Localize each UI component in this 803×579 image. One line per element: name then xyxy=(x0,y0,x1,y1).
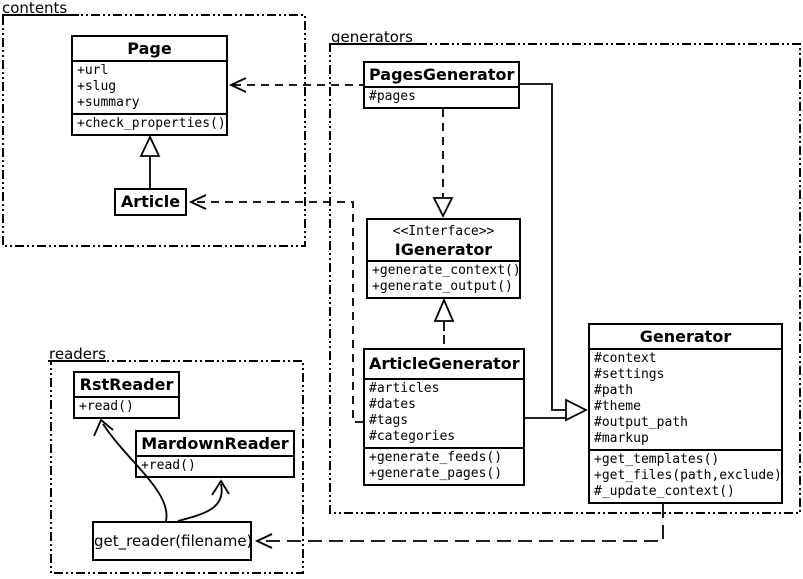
function-box-get-reader: get_reader(filename) xyxy=(92,521,252,561)
attribute: #context xyxy=(594,351,657,366)
attribute: #settings xyxy=(594,367,665,382)
attributes-article-generator: #articles #dates #tags #categories xyxy=(365,378,523,447)
attribute: +summary xyxy=(77,95,140,110)
class-box-article-generator: ArticleGenerator #articles #dates #tags … xyxy=(363,348,525,486)
attribute: #dates xyxy=(369,397,416,412)
package-label-contents: contents xyxy=(2,0,68,17)
method: +read() xyxy=(141,458,196,473)
edge-generalization-to-generator xyxy=(520,83,589,422)
edge-generator-depends-getreader xyxy=(254,504,664,549)
edge-pagesgenerator-realizes-igenerator xyxy=(432,109,454,219)
attribute: #theme xyxy=(594,399,641,414)
attribute: #output_path xyxy=(594,415,688,430)
methods-igenerator: +generate_context() +generate_output() xyxy=(368,260,521,297)
class-name-igenerator: IGenerator xyxy=(394,240,493,259)
attribute: #markup xyxy=(594,431,649,446)
attributes-page: +url +slug +summary xyxy=(73,60,226,113)
edge-getreader-to-mardownreader xyxy=(177,479,230,522)
attributes-generator: #context #settings #path #theme #output_… xyxy=(590,348,781,449)
class-name-pages-generator: PagesGenerator xyxy=(369,65,515,84)
method: #_update_context() xyxy=(594,484,735,499)
class-box-mardown-reader: MardownReader +read() xyxy=(135,430,295,478)
methods-article-generator: +generate_feeds() +generate_pages() xyxy=(365,447,523,484)
get-reader-label: get_reader(filename) xyxy=(94,532,253,550)
class-name-rst-reader: RstReader xyxy=(79,375,174,394)
class-box-generator: Generator #context #settings #path #them… xyxy=(588,323,783,504)
edge-articlegenerator-realizes-igenerator xyxy=(433,297,455,348)
class-box-pages-generator: PagesGenerator #pages xyxy=(363,61,520,109)
attributes-pages-generator: #pages xyxy=(365,86,518,107)
method: +generate_feeds() xyxy=(369,450,503,465)
class-name-mardown-reader: MardownReader xyxy=(141,434,289,453)
attribute: +url xyxy=(77,63,109,78)
attribute: #pages xyxy=(369,89,416,104)
class-name-article-generator: ArticleGenerator xyxy=(369,354,520,373)
method: +generate_context() xyxy=(372,263,521,278)
method: +check_properties() xyxy=(77,116,226,131)
method: +read() xyxy=(79,399,134,414)
class-name-generator: Generator xyxy=(639,327,732,346)
method: +get_templates() xyxy=(594,452,720,467)
class-box-page: Page +url +slug +summary +check_properti… xyxy=(71,35,228,136)
attribute: +slug xyxy=(77,79,117,94)
attribute: #tags xyxy=(369,413,409,428)
attribute: #path xyxy=(594,383,634,398)
package-label-readers: readers xyxy=(49,345,106,363)
edge-pagesgenerator-depends-page xyxy=(228,77,363,93)
attribute: #articles xyxy=(369,381,440,396)
class-box-article: Article xyxy=(114,188,187,216)
class-name-article: Article xyxy=(120,192,181,211)
class-box-igenerator: <<Interface>> IGenerator +generate_conte… xyxy=(366,218,521,299)
package-label-generators: generators xyxy=(331,28,413,46)
class-name-page: Page xyxy=(127,39,172,58)
methods-generator: +get_templates() +get_files(path,exclude… xyxy=(590,449,782,502)
stereotype-igenerator: <<Interface>> xyxy=(392,224,495,239)
methods-page: +check_properties() xyxy=(73,113,226,134)
methods-rst-reader: +read() xyxy=(75,396,178,417)
method: +generate_pages() xyxy=(369,466,503,481)
method: +get_files(path,exclude) xyxy=(594,468,782,483)
class-box-rst-reader: RstReader +read() xyxy=(73,371,180,419)
edge-article-extends-page xyxy=(139,134,161,188)
attribute: #categories xyxy=(369,429,456,444)
method: +generate_output() xyxy=(372,279,513,294)
edge-articlegenerator-depends-article xyxy=(188,194,363,423)
methods-mardown-reader: +read() xyxy=(137,455,293,476)
